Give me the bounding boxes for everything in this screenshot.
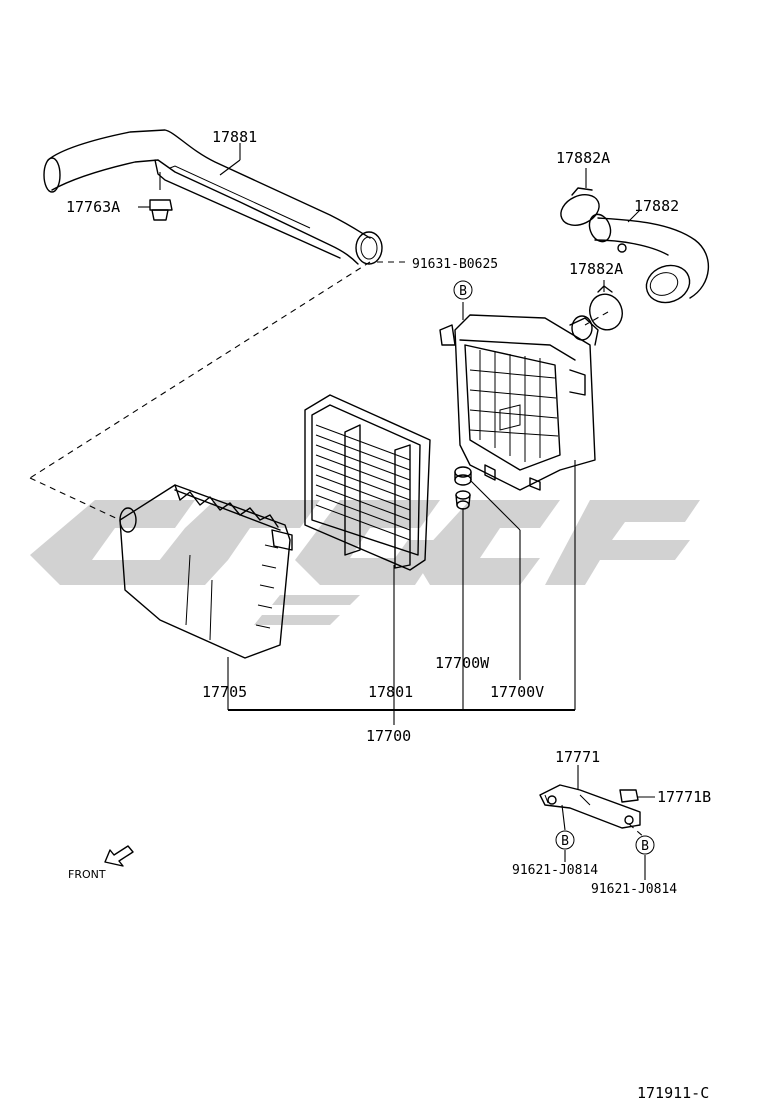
label-91621-j0814-left: 91621-J0814 (512, 863, 598, 878)
cleaner-case-drawing (439, 314, 599, 491)
label-17801: 17801 (368, 683, 413, 701)
callout-circles: B B B (453, 280, 655, 855)
label-91631-b0625: 91631-B0625 (412, 257, 498, 272)
bracket-drawing (539, 784, 641, 829)
grommet-17763a-drawing (149, 172, 173, 221)
label-17700v: 17700V (490, 683, 544, 701)
filter-element-drawing (304, 394, 431, 571)
watermark-logo (30, 500, 700, 625)
callout-b1: B (459, 284, 467, 299)
intake-hose-drawing (43, 129, 383, 265)
label-17882a-lower: 17882A (569, 260, 623, 278)
label-17771b: 17771B (657, 788, 711, 806)
leader-lines (29, 143, 655, 880)
label-front: FRONT (68, 868, 106, 881)
outlet-hose-drawing (560, 187, 710, 331)
label-17700w: 17700W (435, 654, 490, 672)
front-arrow-icon (104, 845, 134, 867)
grommets-drawing (454, 466, 472, 510)
label-17771: 17771 (555, 748, 600, 766)
callout-b2: B (561, 834, 569, 849)
label-17882a-upper: 17882A (556, 149, 610, 167)
label-17882: 17882 (634, 197, 679, 215)
label-17881: 17881 (212, 128, 257, 146)
label-17763a: 17763A (66, 198, 120, 216)
label-91621-j0814-right: 91621-J0814 (591, 882, 677, 897)
callout-b3: B (641, 839, 649, 854)
label-17705: 17705 (202, 683, 247, 701)
part-labels: 17881 17763A 17882A 17882 91631-B0625 17… (66, 128, 711, 1102)
label-17700: 17700 (366, 727, 411, 745)
diagram-id: 171911-C (637, 1084, 709, 1102)
